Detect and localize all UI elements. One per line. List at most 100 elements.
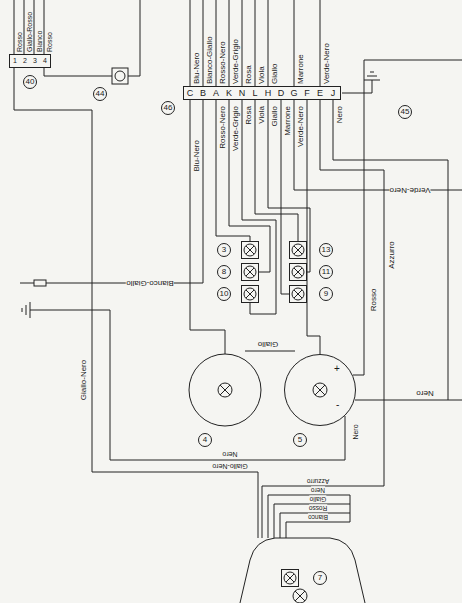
wire xyxy=(262,100,384,538)
wire-color-label: Giallo-Nero xyxy=(212,463,247,470)
wire-color-label: Rosso xyxy=(46,32,53,52)
callout-number: 13 xyxy=(319,243,333,257)
wire xyxy=(203,0,204,86)
wire-color-label: Verde-Grigio xyxy=(232,106,240,151)
pin-letter: 4 xyxy=(40,55,50,67)
callout-number: 9 xyxy=(319,287,333,301)
wire-color-label: Viola xyxy=(258,66,266,84)
wire xyxy=(46,100,203,283)
gauge-dial: +- xyxy=(284,354,356,426)
wire xyxy=(245,351,295,352)
wire xyxy=(353,60,462,375)
wire-color-label: Marrone xyxy=(284,106,292,136)
gauge-lamp xyxy=(313,383,327,397)
wire xyxy=(274,504,350,538)
wire xyxy=(255,100,298,242)
wire xyxy=(320,0,321,86)
wire xyxy=(294,100,462,190)
wire xyxy=(229,0,230,86)
callout-number: 3 xyxy=(217,243,231,257)
polarity-mark: - xyxy=(336,400,339,410)
ground-symbol xyxy=(30,302,31,318)
headlamp-bulb xyxy=(293,589,307,603)
gauge-lamp xyxy=(218,383,232,397)
wire-color-label: Blu-Nero xyxy=(193,140,201,172)
pin-letter: B xyxy=(197,87,210,99)
wire xyxy=(350,495,351,522)
wire-color-label: Verde-Grigio xyxy=(232,39,240,84)
pin-letter: 2 xyxy=(20,55,30,67)
wire-color-label: Bianco-Giallo xyxy=(206,36,214,84)
gauge-circle xyxy=(285,355,356,426)
callout-number: 10 xyxy=(217,287,231,301)
wire xyxy=(268,495,350,538)
wire-color-label: Azzurro xyxy=(388,241,396,269)
gauge-lamp xyxy=(315,385,325,395)
wire xyxy=(333,100,448,400)
gauge-lamp xyxy=(315,385,325,395)
wire xyxy=(14,66,258,538)
lamp-symbol xyxy=(242,286,259,303)
wire-color-label: Nero xyxy=(311,487,325,494)
wire xyxy=(255,0,256,86)
wire xyxy=(342,80,372,93)
wire-color-label: Bianco-Giallo xyxy=(126,279,174,287)
wire xyxy=(14,0,15,54)
lamp-symbol xyxy=(290,286,307,303)
lamp-symbol xyxy=(290,242,307,259)
pin-letter: H xyxy=(262,87,275,99)
wire-color-label: Viola xyxy=(258,106,266,124)
callout-number: 5 xyxy=(293,433,307,447)
wire xyxy=(286,522,350,538)
wire-color-label: Verde-Nero xyxy=(390,186,431,194)
pin-letter: J xyxy=(327,87,340,99)
wire xyxy=(242,100,276,314)
wire-color-label: Rosso xyxy=(16,32,23,52)
wire-color-label: Nero xyxy=(416,389,433,397)
wire xyxy=(268,0,269,86)
wire xyxy=(242,0,243,86)
pin-letter: L xyxy=(249,87,262,99)
wire xyxy=(216,0,217,86)
pin-letter: 1 xyxy=(10,55,20,67)
pin-letter: D xyxy=(275,87,288,99)
wire-color-label: Giallo xyxy=(271,106,279,126)
wire xyxy=(20,283,34,284)
wire-color-label: Marrone xyxy=(297,54,305,84)
polarity-mark: + xyxy=(334,364,340,374)
wire-color-label: Nero xyxy=(352,424,359,439)
wire xyxy=(190,0,191,86)
terminal-block: 1234 xyxy=(9,54,51,68)
wire-color-label: Giallo-Rosso xyxy=(26,12,33,52)
wire-color-label: Blu-Nero xyxy=(193,52,201,84)
wire-color-label: Bianco xyxy=(36,31,43,52)
connector-block: CBAKNLHDGFEJ xyxy=(183,86,341,100)
ground-symbol xyxy=(367,76,377,77)
callout-number: 45 xyxy=(398,105,412,119)
wire xyxy=(229,100,270,272)
pin-letter: E xyxy=(314,87,327,99)
lamp-symbol xyxy=(290,264,307,281)
lamp-symbol xyxy=(242,242,259,259)
gauge-dial xyxy=(189,354,261,426)
callout-number: 40 xyxy=(23,75,37,89)
wire xyxy=(355,400,462,401)
wire-color-label: Rosa xyxy=(245,106,253,125)
component-box xyxy=(112,68,128,84)
lamp-symbol xyxy=(242,264,259,281)
wire xyxy=(280,513,350,538)
wire-color-label: Rosso xyxy=(309,505,327,512)
wire xyxy=(268,100,310,272)
pin-letter: C xyxy=(184,87,197,99)
ground-symbol xyxy=(26,305,27,315)
wire xyxy=(34,0,35,54)
wire-color-label: Giallo xyxy=(310,496,327,503)
wire-color-label: Rosso xyxy=(370,289,378,312)
pin-letter: A xyxy=(210,87,223,99)
callout-number: 44 xyxy=(93,87,107,101)
ground-symbol xyxy=(22,308,23,312)
ground-symbol xyxy=(364,80,380,81)
wire xyxy=(30,310,345,460)
wire-color-label: Bianco xyxy=(308,514,328,521)
